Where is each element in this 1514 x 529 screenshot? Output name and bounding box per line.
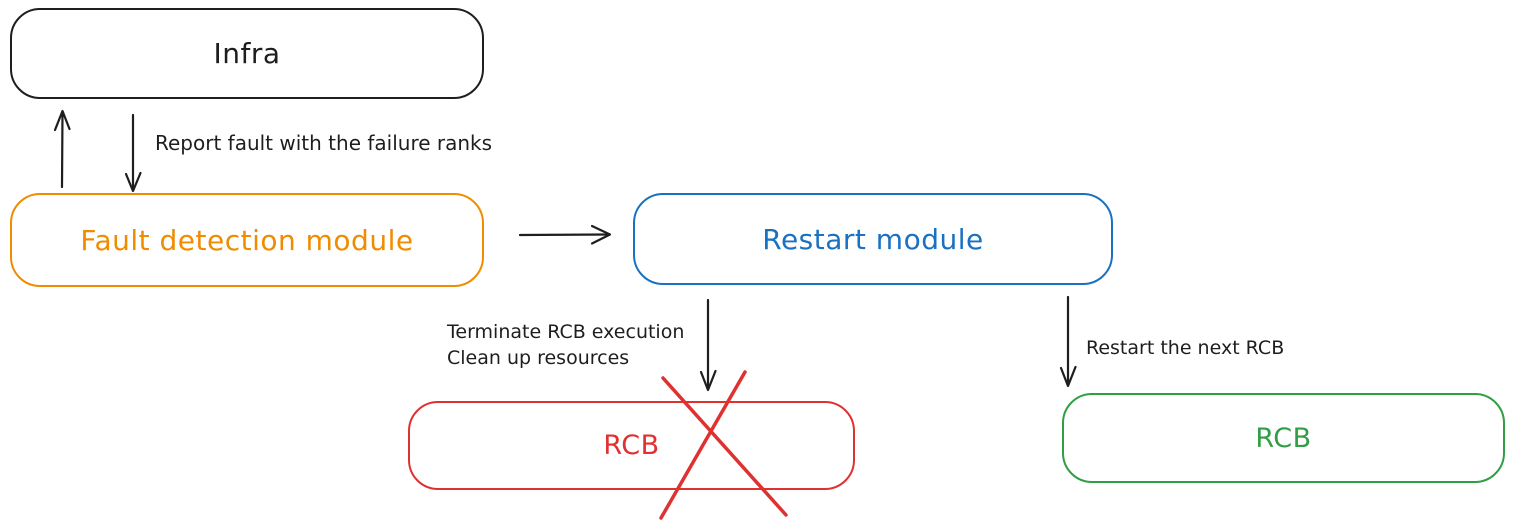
node-rcb-terminated-label: RCB [603,430,660,461]
node-fault-detection-label: Fault detection module [80,223,414,257]
node-fault-detection-module: Fault detection module [10,193,484,287]
edge-label-terminate-line1: Terminate RCB execution [447,321,685,343]
node-infra: Infra [10,8,484,99]
arrow-restart-to-rcb-terminated [699,298,717,392]
arrow-fault-to-restart [518,224,612,245]
arrow-infra-to-fault [124,113,142,193]
edge-label-report-fault: Report fault with the failure ranks [155,131,493,155]
edge-label-restart-next: Restart the next RCB [1086,337,1285,359]
node-infra-label: Infra [213,37,281,70]
node-rcb-next: RCB [1062,393,1505,483]
arrow-restart-to-rcb-next [1059,295,1077,388]
edge-label-terminate-line2: Clean up resources [447,347,630,369]
arrow-fault-to-infra [53,109,71,189]
node-restart-module: Restart module [633,193,1113,285]
node-rcb-terminated: RCB [408,401,855,490]
node-rcb-next-label: RCB [1255,422,1312,454]
edge-label-terminate: Terminate RCB execution Clean up resourc… [447,319,684,371]
node-restart-module-label: Restart module [762,222,984,256]
